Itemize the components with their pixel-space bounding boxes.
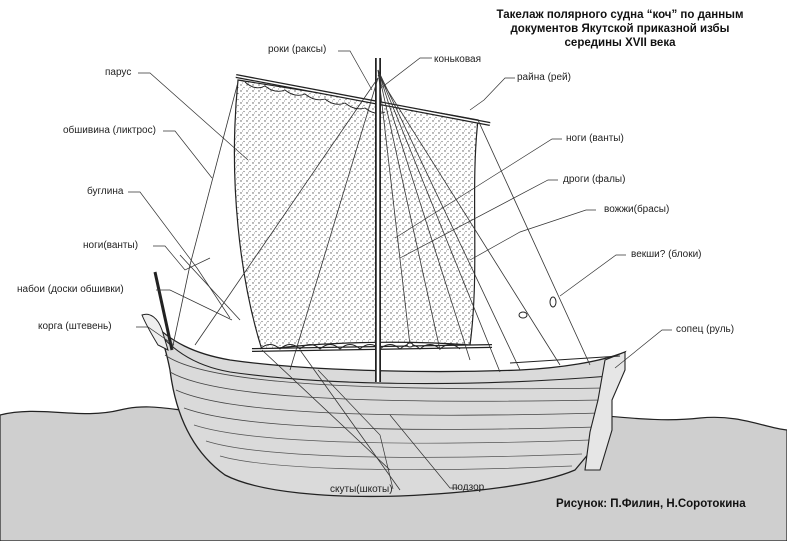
label-nogi-vanty-right: ноги (ванты) [566,133,624,144]
label-parus: парус [105,67,132,78]
label-drogi: дроги (фалы) [563,174,626,185]
label-roki: роки (раксы) [268,44,327,55]
title-line-3: середины XVII века [564,37,676,49]
label-vekshi: векши? (блоки) [631,249,702,260]
sail [233,79,479,351]
diagram-title: Такелаж полярного судна “коч” по данным … [470,8,770,50]
rudder [584,351,626,471]
label-obshivina: обшивина (ликтрос) [63,125,156,136]
label-rayna: райна (рей) [517,72,571,83]
credit-line: Рисунок: П.Филин, Н.Соротокина [556,498,746,510]
label-skuty: скуты(шкоты) [330,484,393,495]
label-vozhzhi: вожжи(брасы) [604,204,670,215]
title-line-1: Такелаж полярного судна “коч” по данным [496,9,744,21]
label-leader-lines [128,50,672,490]
title-line-2: документов Якутской приказной избы [510,23,730,35]
label-sopets: сопец (руль) [676,324,735,335]
label-naboi: набои (доски обшивки) [17,284,124,295]
label-nogi-vanty-left: ноги(ванты) [83,240,139,251]
label-korga: корга (штевень) [38,321,112,332]
label-konkovaya: коньковая [434,54,482,65]
label-buglina: буглина [87,186,124,197]
rigging-lines [171,69,591,491]
label-podzor: подзор [452,482,485,493]
hull [149,319,627,498]
